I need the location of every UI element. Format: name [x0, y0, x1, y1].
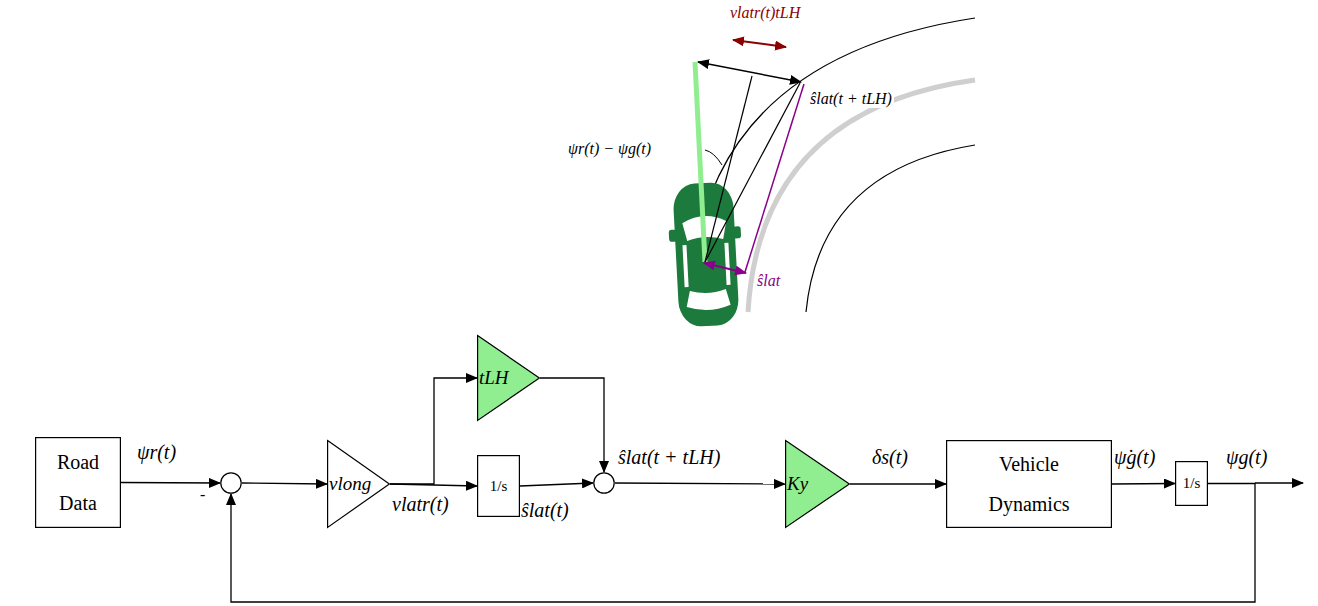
- summing-junction: -: [220, 472, 242, 494]
- summing-junction-outline: [593, 472, 615, 494]
- lateral-velocity-arrow: [733, 40, 786, 47]
- node-label: Vehicle Dynamics: [964, 444, 1094, 524]
- illustration-label: ψr(t) − ψg(t): [566, 140, 653, 158]
- signal-wire: [242, 483, 327, 484]
- signal-wire: [1112, 483, 1175, 485]
- illustration-label: ŝlat: [755, 272, 782, 290]
- source-box: Road Data: [35, 437, 121, 528]
- node-label: tLH: [477, 367, 509, 389]
- signal-wire: [520, 483, 593, 486]
- signal-name: vlatr(t): [392, 493, 449, 516]
- distance-arrow: [698, 62, 801, 82]
- signal-wire: [390, 378, 477, 484]
- gain-triangle: tLH: [477, 335, 540, 421]
- summing-junction-outline: [220, 472, 242, 494]
- road-edge: [806, 145, 975, 312]
- road-centerline: [748, 80, 975, 312]
- signal-name: ψr(t): [137, 441, 176, 464]
- lateral-offset-arrow: [704, 263, 746, 273]
- sign-label: -: [200, 486, 205, 504]
- road-direction-line: [705, 76, 752, 262]
- signal-wire: [121, 482, 220, 484]
- output-wire: [1255, 482, 1303, 483]
- signal-name: ψg(t): [1226, 446, 1267, 469]
- summing-junction: [593, 472, 615, 494]
- illustration-label: vlatr(t)tLH: [728, 4, 802, 22]
- node-label: Ky: [785, 473, 808, 495]
- integrator-label: 1/s: [1183, 475, 1201, 492]
- signal-name: ŝlat(t): [521, 499, 569, 522]
- illustration-label: ŝlat(t + tLH): [808, 90, 894, 108]
- signal-wire: [540, 378, 604, 472]
- angle-arc: [705, 150, 722, 165]
- gain-triangle: Ky: [785, 440, 850, 528]
- integrator-box: 1/s: [477, 455, 520, 517]
- signal-name: δs(t): [872, 446, 908, 469]
- road-direction-line: [705, 83, 800, 262]
- signal-name: ŝlat(t + tLH): [618, 446, 720, 469]
- signal-wire: [390, 484, 477, 486]
- signal-wire: [850, 483, 946, 484]
- heading-line: [695, 62, 705, 262]
- node-label: Road Data: [53, 442, 103, 524]
- integrator-label: 1/s: [490, 478, 508, 495]
- gain-triangle: vlong: [327, 440, 390, 528]
- signal-name: ψ̇g(t): [1114, 446, 1155, 469]
- lookahead-line: [745, 84, 804, 272]
- process-box: Vehicle Dynamics: [946, 440, 1112, 528]
- node-label: vlong: [327, 473, 371, 495]
- signal-wire: [615, 483, 785, 484]
- integrator-box: 1/s: [1175, 461, 1208, 506]
